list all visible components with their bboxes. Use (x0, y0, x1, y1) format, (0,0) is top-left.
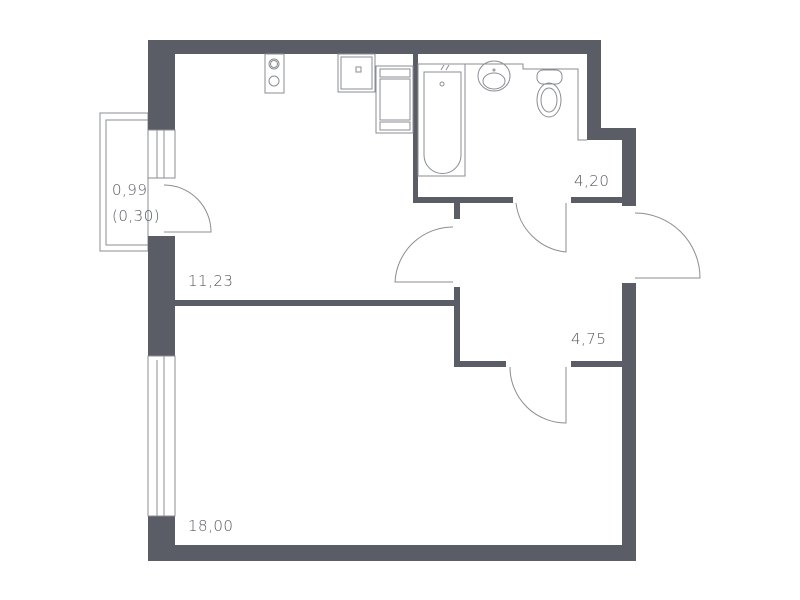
walls (148, 40, 636, 561)
balcony-outline (99, 112, 149, 252)
sink-icon (337, 53, 376, 93)
bathtub-icon (417, 63, 466, 177)
toilet-icon (536, 69, 563, 85)
washbasin-icon (477, 60, 511, 92)
balcony-area-note: (0,30) (112, 207, 161, 225)
stove-icon (264, 53, 285, 94)
fridge-icon (375, 65, 414, 134)
living-room-area-label: 18,00 (188, 517, 234, 535)
bathroom-area-label: 4,20 (574, 172, 610, 190)
kitchen-fixtures (264, 53, 414, 134)
bathroom-fixtures (417, 60, 587, 177)
kitchen-area-label: 11,23 (188, 272, 234, 290)
balcony-area-label: 0,99 (112, 181, 148, 199)
hallway-area-label: 4,75 (571, 330, 607, 348)
windows (147, 129, 176, 517)
doors (163, 184, 701, 424)
